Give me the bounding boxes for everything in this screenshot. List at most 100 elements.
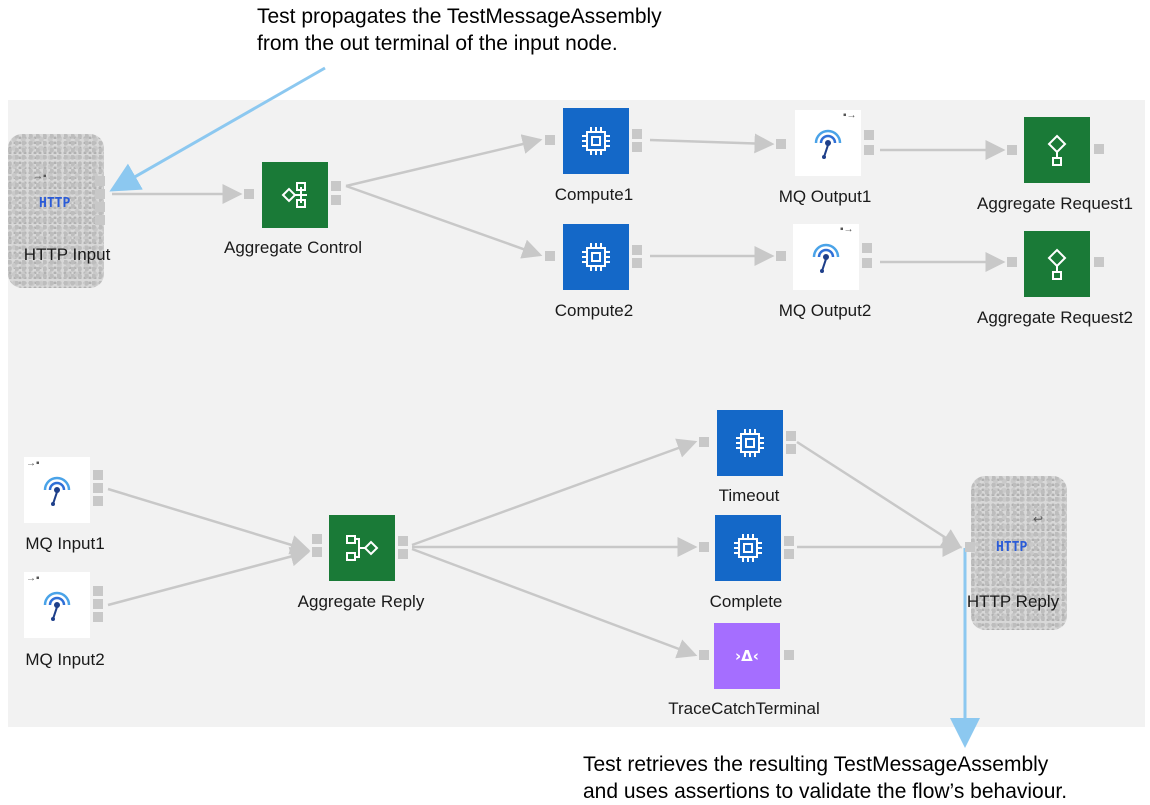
aggregate-request2-label: Aggregate Request2 (977, 308, 1133, 327)
aggrequest1-in-terminal[interactable] (1007, 145, 1017, 155)
mqinput1-out-terminal-2[interactable] (93, 483, 103, 493)
complete-out-terminal-2[interactable] (784, 549, 794, 559)
mqoutput1-out-terminal-1[interactable] (864, 130, 874, 140)
aggcontrol-out-terminal-2[interactable] (331, 195, 341, 205)
aggregate-reply-icon (346, 535, 379, 561)
aggregate-request-icon (1047, 134, 1067, 166)
compute1-out-terminal-2[interactable] (632, 142, 642, 152)
aggregate-request1-label: Aggregate Request1 (977, 194, 1133, 213)
http-input-label: HTTP Input (23, 245, 111, 264)
bottom-annotation: Test retrieves the resulting TestMessage… (583, 751, 1067, 805)
mq-output2-arrow-icon: ▪→ (840, 224, 854, 235)
mq-input2-label: MQ Input2 (25, 650, 105, 669)
node-aggregate-request2[interactable] (1024, 231, 1090, 297)
trace-catch-terminal-label: TraceCatchTerminal (668, 699, 820, 718)
link-aggreply-timeout (411, 438, 698, 547)
node-aggregate-request1[interactable] (1024, 117, 1090, 183)
bottom-annotation-line1: Test retrieves the resulting TestMessage… (583, 753, 1049, 776)
mqoutput2-out-terminal-2[interactable] (862, 258, 872, 268)
aggcontrol-out-terminal-1[interactable] (331, 181, 341, 191)
node-http-input[interactable]: →▪ HTTP (8, 134, 105, 288)
compute2-out-terminal-2[interactable] (632, 258, 642, 268)
aggrequest2-out-terminal[interactable] (1094, 257, 1104, 267)
mq-wireless-icon (812, 243, 840, 273)
mqinput2-out-terminal-2[interactable] (93, 599, 103, 609)
node-mq-input1[interactable] (24, 457, 90, 523)
link-aggcontrol-compute1 (345, 134, 543, 188)
node-aggregate-reply[interactable] (329, 515, 395, 581)
link-aggcontrol-compute2 (345, 184, 543, 259)
mqoutput1-in-terminal[interactable] (776, 139, 786, 149)
node-compute1[interactable] (563, 108, 629, 174)
mqoutput1-out-terminal-2[interactable] (864, 145, 874, 155)
mq-output2-label: MQ Output2 (778, 301, 872, 320)
node-timeout[interactable] (717, 410, 783, 476)
complete-in-terminal[interactable] (699, 542, 709, 552)
link-timeout-httpreply (796, 440, 963, 549)
mq-wireless-icon (43, 476, 71, 506)
timeout-out-terminal-2[interactable] (786, 444, 796, 454)
timeout-out-terminal-1[interactable] (786, 431, 796, 441)
http-reply-in-terminal[interactable] (965, 542, 975, 552)
timeout-label: Timeout (718, 486, 780, 505)
aggreply-in-terminal-1[interactable] (312, 534, 322, 544)
mqinput1-out-terminal-1[interactable] (93, 470, 103, 480)
arrow-in-icon: →▪ (33, 171, 47, 182)
http-reply-icon-text: HTTP (996, 540, 1028, 555)
mqinput2-out-terminal-1[interactable] (93, 586, 103, 596)
mq-wireless-icon (814, 129, 842, 159)
node-http-reply[interactable]: ↩ HTTP (965, 476, 1067, 630)
trace-out-terminal[interactable] (784, 650, 794, 660)
aggcontrol-in-terminal[interactable] (244, 189, 254, 199)
compute-chip-icon (734, 534, 762, 562)
link-compute1-mqoutput1 (649, 133, 775, 154)
flow-canvas (8, 100, 1145, 727)
timeout-in-terminal[interactable] (699, 437, 709, 447)
http-input-icon-text: HTTP (39, 196, 71, 211)
http-reply-label: HTTP Reply (966, 592, 1060, 611)
aggregate-reply-label: Aggregate Reply (297, 592, 425, 611)
aggregate-request-icon (1047, 248, 1067, 280)
compute1-in-terminal[interactable] (545, 135, 555, 145)
compute2-in-terminal[interactable] (545, 251, 555, 261)
mq-output1-arrow-icon: ▪→ (843, 110, 857, 121)
aggregate-control-label: Aggregate Control (224, 238, 362, 257)
aggreply-out-terminal-2[interactable] (398, 549, 408, 559)
link-mqinput2-aggreply (107, 546, 311, 607)
node-aggregate-control[interactable] (262, 162, 328, 228)
bottom-annotation-line2: and uses assertions to validate the flow… (583, 780, 1068, 803)
top-annotation: Test propagates the TestMessageAssembly … (257, 3, 662, 57)
http-input-terminal-3[interactable] (95, 202, 105, 212)
compute-chip-icon (736, 429, 764, 457)
node-mq-output1[interactable] (795, 110, 861, 176)
compute2-out-terminal-1[interactable] (632, 245, 642, 255)
complete-out-terminal-1[interactable] (784, 536, 794, 546)
mqinput2-out-terminal-3[interactable] (93, 612, 103, 622)
top-annotation-line2: from the out terminal of the input node. (257, 32, 618, 55)
aggrequest1-out-terminal[interactable] (1094, 144, 1104, 154)
http-input-terminal-2[interactable] (95, 189, 105, 199)
http-input-terminal-4[interactable] (95, 215, 105, 225)
node-trace-catch-terminal[interactable]: ›Δ‹ (714, 623, 780, 689)
http-reply-icon-bg (971, 476, 1067, 630)
node-complete[interactable] (715, 515, 781, 581)
compute1-out-terminal-1[interactable] (632, 129, 642, 139)
node-mq-output2[interactable] (793, 224, 859, 290)
http-input-icon-bg (8, 134, 104, 288)
mqinput1-out-terminal-3[interactable] (93, 496, 103, 506)
aggrequest2-in-terminal[interactable] (1007, 257, 1017, 267)
mqoutput2-out-terminal-1[interactable] (862, 243, 872, 253)
top-annotation-arrow (109, 66, 326, 192)
compute2-label: Compute2 (554, 301, 634, 320)
link-mqinput1-aggreply (107, 487, 311, 555)
node-compute2[interactable] (563, 224, 629, 290)
link-aggreply-trace (411, 547, 698, 659)
mqoutput2-in-terminal[interactable] (776, 251, 786, 261)
aggreply-in-terminal-2[interactable] (312, 547, 322, 557)
http-input-terminal-1[interactable] (95, 176, 105, 186)
aggregate-control-icon (281, 182, 307, 208)
aggreply-out-terminal-1[interactable] (398, 536, 408, 546)
node-mq-input2[interactable] (24, 572, 90, 638)
trace-in-terminal[interactable] (699, 650, 709, 660)
